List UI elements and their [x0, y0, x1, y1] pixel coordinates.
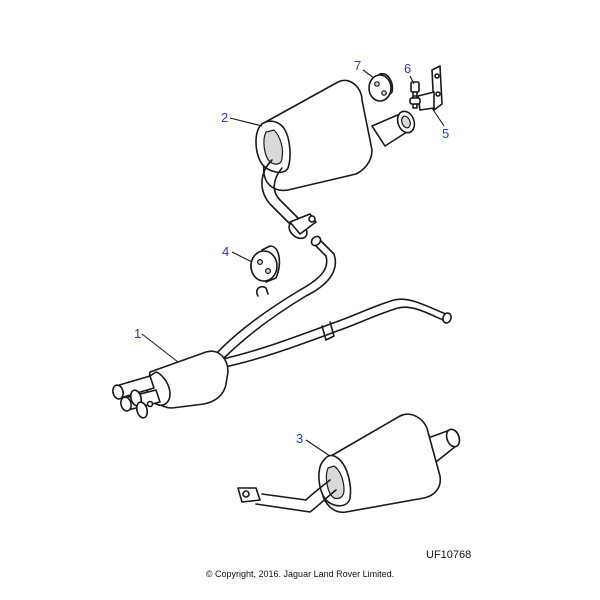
callout-2: 2 [221, 110, 228, 125]
diagram-reference-code: UF10768 [426, 549, 471, 561]
part-1-front-pipe-assembly [112, 235, 453, 419]
callout-3-leader [305, 439, 331, 457]
callouts: 1 2 3 4 5 6 7 [134, 58, 449, 457]
callout-6-leader [409, 75, 415, 85]
callout-3: 3 [296, 431, 303, 446]
part-2-rear-silencer [255, 79, 416, 240]
callout-7: 7 [354, 58, 361, 73]
copyright-notice: © Copyright, 2016. Jaguar Land Rover Lim… [206, 569, 394, 579]
callout-5-leader [431, 107, 445, 127]
part-7-rubber-insulator [368, 72, 394, 102]
part-5-hanger-bracket [409, 65, 443, 111]
callout-2-leader [229, 117, 263, 127]
callout-7-leader [362, 69, 375, 79]
part-3-rear-silencer [237, 413, 461, 514]
callout-6: 6 [404, 61, 411, 76]
callout-4-leader [231, 251, 253, 263]
callout-1: 1 [134, 326, 141, 341]
callout-4: 4 [222, 244, 229, 259]
part-4-rubber-insulator [250, 245, 281, 283]
callout-1-leader [141, 333, 179, 363]
callout-5: 5 [442, 126, 449, 141]
